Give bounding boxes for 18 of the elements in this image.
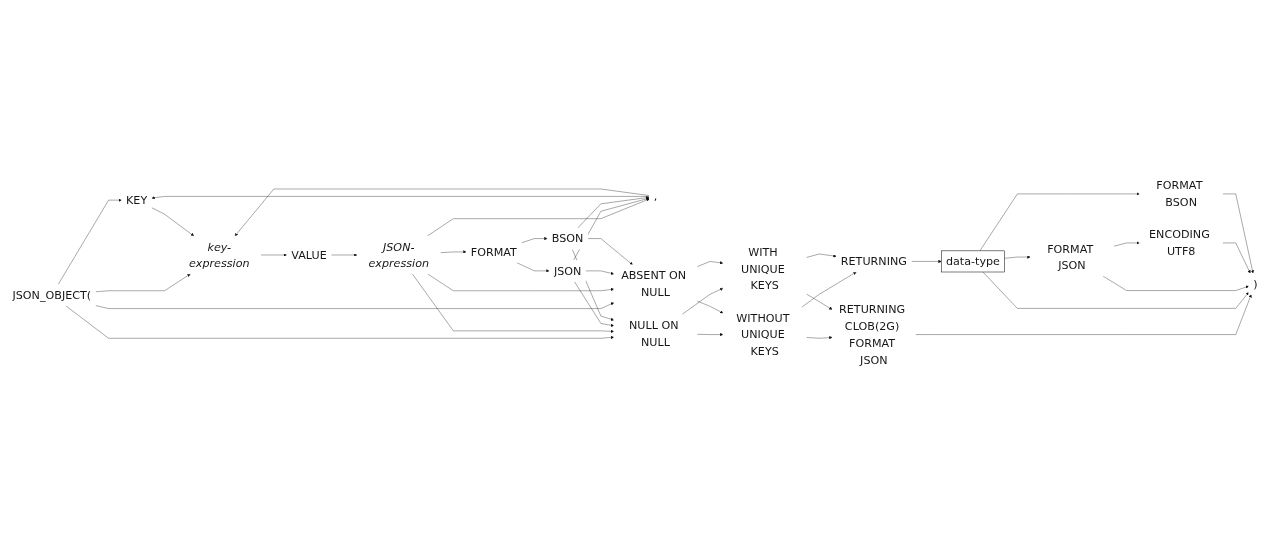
node-text: key-expression <box>188 240 250 271</box>
node-text: ABSENT ON NULL <box>620 269 686 300</box>
node-text: WITH UNIQUE KEYS <box>740 246 785 293</box>
node-text: JSON-expression <box>367 240 429 271</box>
node-text: , <box>653 190 657 204</box>
node-box: data-type <box>940 250 1005 273</box>
node-text: KEY <box>125 194 147 208</box>
node-text: VALUE <box>290 248 327 262</box>
node-text: FORMAT JSON <box>1046 242 1093 273</box>
node-text: ) <box>1252 277 1258 291</box>
node-text: RETURNING CLOB(2G) FORMAT JSON <box>838 303 905 367</box>
node-text: ENCODING UTF8 <box>1148 228 1210 259</box>
node-text: WITHOUT UNIQUE KEYS <box>735 311 790 359</box>
node-text: NULL ON NULL <box>628 319 678 349</box>
node-text: RETURNING <box>840 255 907 269</box>
node-text: FORMAT BSON <box>1155 179 1202 210</box>
node-text: JSON_OBJECT( <box>11 289 91 303</box>
node-text: FORMAT <box>470 245 517 259</box>
